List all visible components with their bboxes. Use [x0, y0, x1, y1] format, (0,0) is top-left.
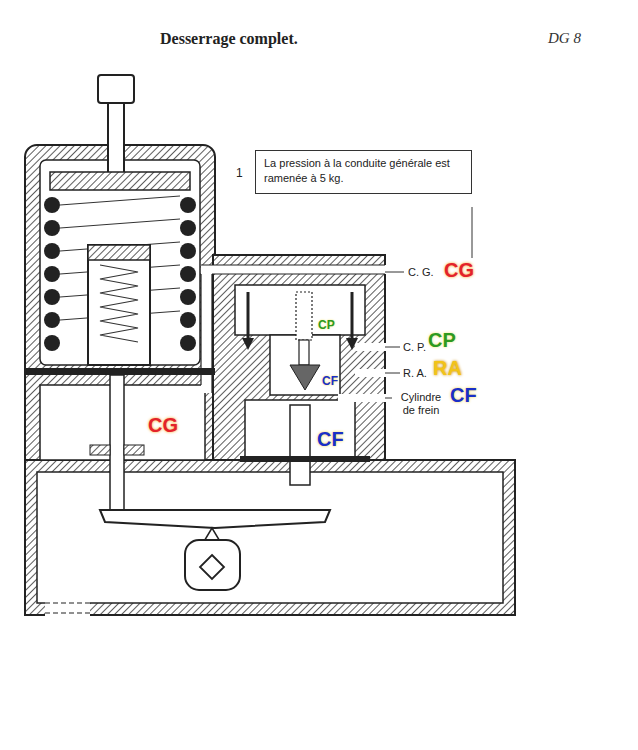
pressure-tag: RA [433, 357, 462, 380]
pressure-tag: CF [322, 374, 338, 388]
pressure-tag: CG [444, 259, 474, 282]
callout-number: 1 [236, 166, 243, 180]
port-label: R. A. [403, 367, 427, 379]
pressure-tag: CP [318, 318, 335, 332]
pressure-tag: CF [317, 428, 344, 451]
pressure-tag: CP [428, 329, 456, 352]
port-label: C. G. [408, 266, 434, 278]
port-label: C. P. [403, 341, 426, 353]
note-box: La pression à la conduite générale est r… [255, 150, 472, 194]
pressure-tag: CG [148, 414, 178, 437]
note-text: La pression à la conduite générale est r… [264, 156, 463, 186]
diagram-title: Desserrage complet. [160, 30, 298, 48]
page-code: DG 8 [548, 30, 581, 47]
port-label: Cylindre de frein [395, 391, 447, 417]
pressure-tag: CF [450, 384, 477, 407]
